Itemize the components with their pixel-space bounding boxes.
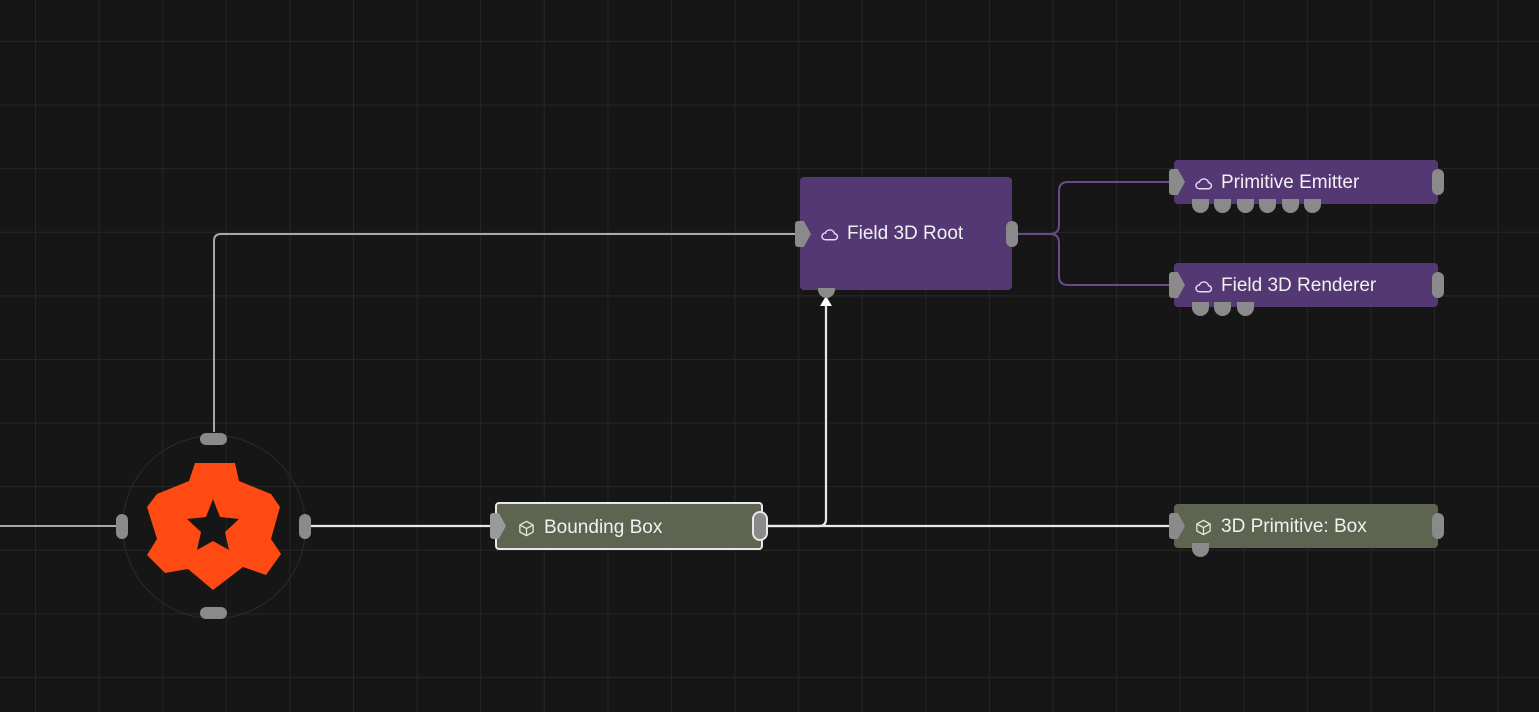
field-3d-renderer-param-port[interactable] [1237,302,1254,316]
primitive-emitter-param-port[interactable] [1259,199,1276,213]
field-3d-renderer-param-port[interactable] [1214,302,1231,316]
wire-root-to-field-root [213,233,795,432]
primitive-emitter-param-port[interactable] [1237,199,1254,213]
primitive-emitter-input-port[interactable] [1169,169,1185,195]
cloud-icon [1194,277,1213,296]
primitive-box-output-port[interactable] [1432,513,1444,539]
primitive-emitter-output-port[interactable] [1432,169,1444,195]
cloud-icon [820,225,839,244]
bounding-box-input-port[interactable] [490,513,506,539]
field-3d-renderer-node[interactable]: Field 3D Renderer [1174,263,1438,307]
field-3d-root-bottom-port[interactable] [818,288,835,298]
bounding-box-output-port[interactable] [754,513,766,539]
primitive-emitter-param-port[interactable] [1214,199,1231,213]
node-label: 3D Primitive: Box [1221,516,1367,537]
node-label: Primitive Emitter [1221,172,1360,193]
primitive-box-input-port[interactable] [1169,513,1185,539]
node-label: Field 3D Root [847,223,964,244]
primitive-emitter-param-port[interactable] [1282,199,1299,213]
wire-field-root-to-renderer [1049,233,1170,286]
star-cog-logo-icon[interactable] [143,459,283,593]
root-bottom-port[interactable] [200,607,227,619]
field-3d-root-output-port[interactable] [1006,221,1018,247]
node-label: Field 3D Renderer [1221,275,1377,296]
root-left-port[interactable] [116,514,128,539]
root-top-port[interactable] [200,433,227,445]
field-3d-renderer-param-port[interactable] [1192,302,1209,316]
cloud-icon [1194,174,1213,193]
field-3d-renderer-output-port[interactable] [1432,272,1444,298]
primitive-box-node[interactable]: 3D Primitive: Box [1174,504,1438,548]
primitive-box-param-port[interactable] [1192,543,1209,557]
wire-field-root-to-emitter [1018,181,1170,235]
root-right-port[interactable] [299,514,311,539]
wire-arrowhead [820,296,832,306]
primitive-emitter-param-port[interactable] [1192,199,1209,213]
cube-icon [517,519,536,538]
bounding-box-node[interactable]: Bounding Box [495,502,763,550]
primitive-emitter-param-port[interactable] [1304,199,1321,213]
field-3d-root-node[interactable]: Field 3D Root [800,177,1012,290]
node-label: Bounding Box [544,517,663,538]
primitive-emitter-node[interactable]: Primitive Emitter [1174,160,1438,204]
wire-bounding-box-to-field-root-bottom [766,306,828,528]
field-3d-root-input-port[interactable] [795,221,811,247]
cube-icon [1194,518,1213,537]
field-3d-renderer-input-port[interactable] [1169,272,1185,298]
